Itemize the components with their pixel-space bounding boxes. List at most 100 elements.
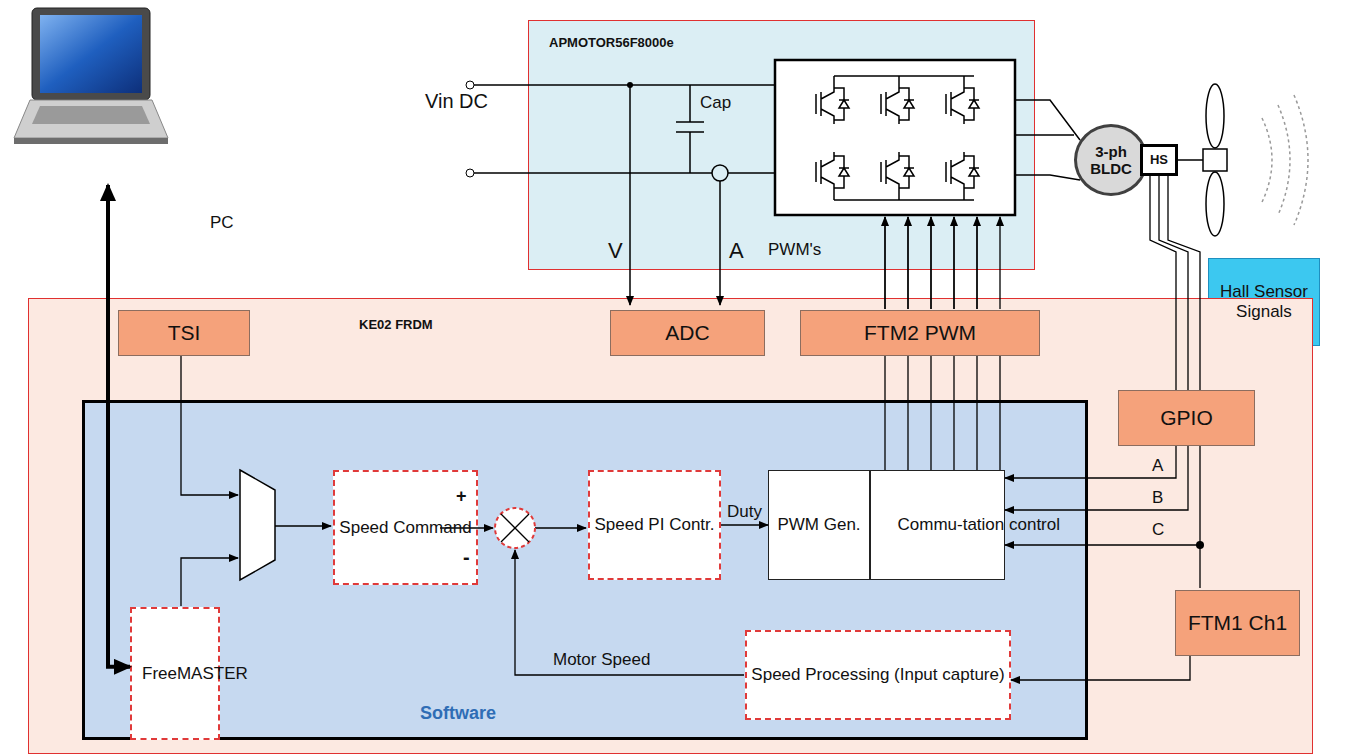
terminal <box>466 81 474 89</box>
igbt-symbol <box>946 152 979 192</box>
shaft <box>1178 159 1205 161</box>
igbt-symbol <box>816 84 849 124</box>
pwm-arrows <box>907 217 908 309</box>
region-title: Software <box>420 703 496 724</box>
peripheral-box: FTM2 PWM <box>800 310 1040 356</box>
laptop-screen <box>40 15 142 93</box>
label-holder: + <box>456 486 467 507</box>
fan-blade <box>1206 172 1224 236</box>
software-signal-lines <box>181 217 1200 675</box>
node-text: PWM Gen. <box>777 515 860 535</box>
pwm-arrows <box>930 217 931 309</box>
edge-label-holder: Duty <box>727 502 762 522</box>
selector-mux <box>240 470 275 580</box>
region-title: APMOTOR56F8000e <box>549 36 674 51</box>
node-text: Speed Command <box>339 518 471 538</box>
region-title: KE02 FRDM <box>359 318 433 333</box>
node-text: FTM2 PWM <box>864 321 976 345</box>
software-region: Software Speed Command Speed PI Contr. PWM … <box>82 400 1088 740</box>
igbt-symbol <box>816 152 849 192</box>
summing-cross <box>501 514 529 542</box>
region-title: PC <box>210 213 234 233</box>
fan-illustration <box>1178 84 1308 236</box>
label-holder: PWM's <box>768 240 821 260</box>
voltage-sense-line <box>629 85 631 305</box>
connector <box>721 525 768 526</box>
connector-line <box>1005 446 1200 545</box>
label-holder: B <box>1152 488 1163 508</box>
laptop-lid <box>32 8 150 100</box>
label-holder: C <box>1152 520 1164 540</box>
connector-line <box>108 185 130 667</box>
node-text: ADC <box>665 321 709 345</box>
node-text: HS <box>1150 153 1168 168</box>
mcu-board: KE02 FRDMTSIADCFTM2 PWMGPIOSoftwareSpeed… <box>28 298 1313 754</box>
label-holder: - <box>463 546 470 569</box>
signal-line <box>181 356 238 495</box>
connector-line <box>1159 176 1188 390</box>
current-sense-line <box>719 181 721 305</box>
node-text: Hall Sensor Signals <box>1213 282 1315 321</box>
fan-hub <box>1203 149 1227 171</box>
signal-name: V <box>608 238 623 263</box>
connector <box>885 356 1000 470</box>
capacitor-label: Cap <box>700 93 731 112</box>
laptop-edge <box>14 138 168 144</box>
igbt-symbol <box>881 84 914 124</box>
peripheral-box: FTM1 Ch1 <box>1175 590 1300 656</box>
fan-blade <box>1206 84 1224 148</box>
pwm-line <box>885 217 1000 309</box>
connector-line <box>953 356 954 470</box>
pwm-arrows <box>884 217 885 309</box>
signal-line <box>181 558 238 606</box>
laptop-base <box>14 100 168 138</box>
label-holder: Cap <box>700 93 731 113</box>
dc-link-wires <box>474 85 775 305</box>
motor-circle: 3-ph BLDC <box>1074 124 1148 196</box>
dc-rail <box>474 85 775 173</box>
current-sensor <box>712 165 728 181</box>
terminal <box>466 169 474 177</box>
peripheral-box: TSI <box>118 310 250 356</box>
node-text: Speed PI Contr. <box>594 515 714 535</box>
label-holder: A <box>1152 456 1163 476</box>
feedback-line <box>515 550 744 675</box>
connector <box>1005 446 1200 545</box>
connector-line <box>930 356 931 470</box>
igbt-symbol <box>881 152 914 192</box>
signal-line <box>275 525 331 526</box>
summing-junction <box>495 508 535 548</box>
connector <box>1011 656 1190 680</box>
signal-name: Motor Speed <box>553 650 650 669</box>
connector-line <box>1150 176 1176 390</box>
speed-processing-block: Speed Processing (Input capture) <box>745 630 1011 720</box>
pin-name: B <box>1152 488 1163 507</box>
label-holder: Motor Speed <box>553 650 650 670</box>
peripheral-box: ADC <box>610 310 765 356</box>
sign-label: + <box>456 486 467 506</box>
connector-line <box>884 356 885 470</box>
node-text: Commu-tation control <box>898 515 978 535</box>
connector-line <box>999 356 1000 470</box>
hall-sensor-box: HS <box>1140 144 1178 176</box>
phase-wires <box>1015 100 1080 180</box>
connector <box>1150 176 1200 390</box>
pin-name: C <box>1152 520 1164 539</box>
pwm-generator-box: PWM Gen. <box>768 470 870 580</box>
air-flow-lines <box>1262 95 1308 225</box>
connector-line <box>1168 176 1200 390</box>
laptop-keyboard <box>32 106 150 124</box>
pin-name: A <box>1152 456 1163 475</box>
edge-label: Duty <box>727 502 762 521</box>
connector-line <box>1005 446 1176 478</box>
connector-line <box>1011 656 1190 680</box>
signal-name: A <box>729 238 744 263</box>
pwm-arrows <box>953 217 954 309</box>
signal-line <box>535 527 586 528</box>
bridge-bus <box>834 76 974 200</box>
capacitor-symbol <box>676 85 704 173</box>
pwm-arrows <box>976 217 977 309</box>
